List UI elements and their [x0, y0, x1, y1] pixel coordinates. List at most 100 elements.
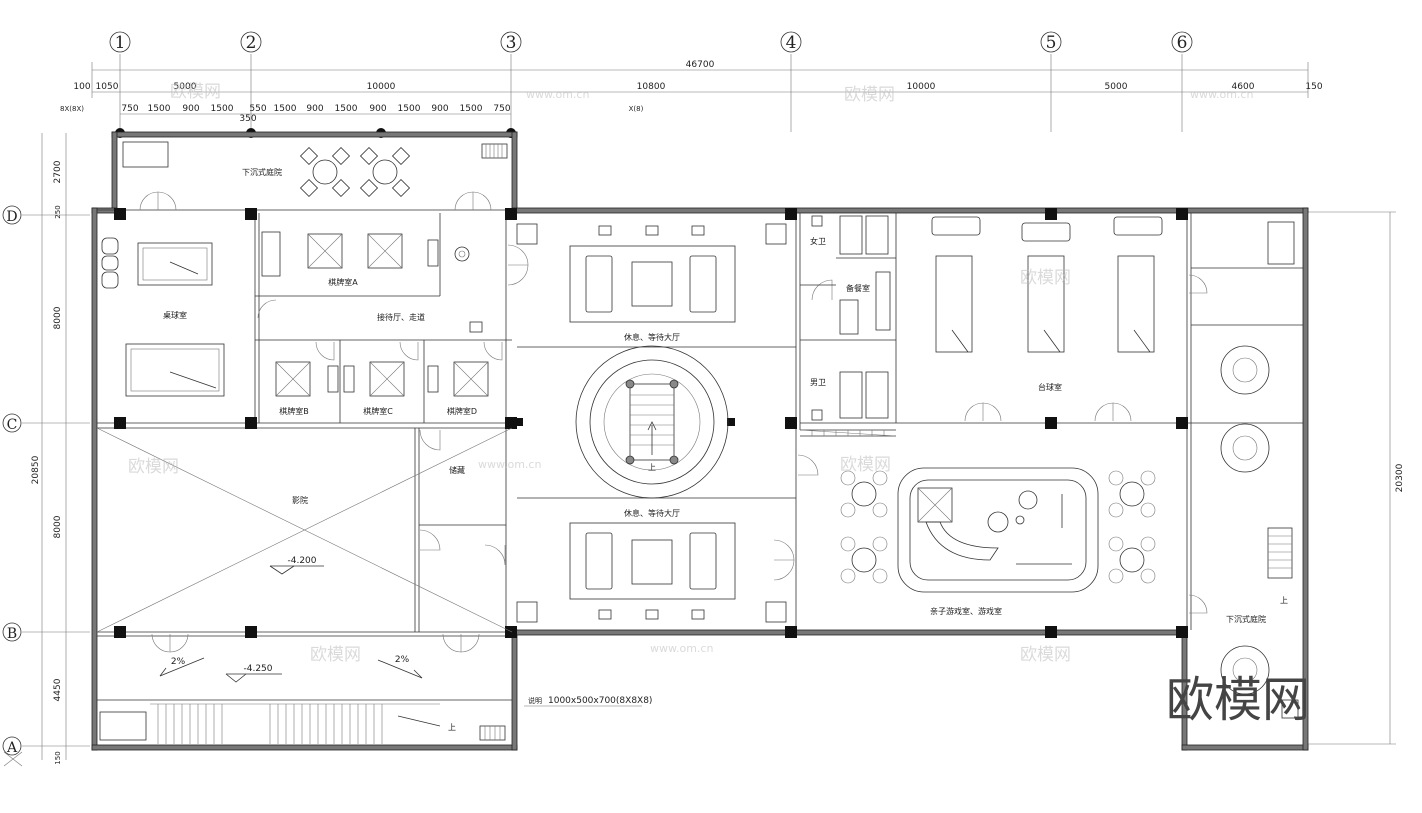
billiard-room-left: 桌球室 [101, 237, 225, 397]
slope-right: 2% [395, 655, 410, 665]
axis-label-C: C [7, 417, 18, 433]
level-ramp: -4.250 [243, 664, 272, 674]
watermark-brand: 欧模网 [310, 645, 361, 665]
axis-label-B: B [7, 626, 17, 642]
axis-bubble-1 [109, 31, 131, 53]
axis-label-1: 1 [115, 33, 126, 53]
dim-left-2: 8000 [53, 306, 63, 329]
axis-bubble-C [2, 413, 22, 433]
walls [91, 131, 1309, 751]
dim-left-4: 4450 [53, 678, 63, 701]
toilets: 女卫 男卫 备餐室 [799, 215, 897, 437]
watermark-brand: 欧模网 [1020, 645, 1071, 665]
dim-left-1: 250 [54, 205, 62, 218]
lounge-upper: 休息、等待大厅 [516, 223, 787, 342]
axis-label-3: 3 [506, 33, 517, 53]
left-dimensions: 20850 2700 250 8000 8000 4450 150 [31, 133, 67, 765]
kids-tables [840, 470, 1156, 584]
dim-r1-2: 5000 [174, 82, 197, 92]
dim-r2-5: 1500 [274, 104, 297, 114]
dim-left-label: 8X(8X) [60, 105, 84, 113]
row-axes: D C B A [2, 205, 90, 767]
dim-r2-9: 1500 [398, 104, 421, 114]
room-label-male-wc: 男卫 [810, 378, 826, 387]
room-label-reception: 接待厅、走道 [377, 312, 425, 322]
room-label-storage: 备餐室 [846, 283, 870, 293]
watermark-site: www.om.cn [526, 88, 589, 101]
brand-logo: 欧模网 [1166, 672, 1310, 728]
column-axes: 1 2 3 4 5 6 [109, 31, 1193, 132]
billiard-room-right: 台球室 [931, 216, 1163, 392]
dim-left-overall: 20850 [31, 455, 41, 484]
room-label-lounge-upper: 休息、等待大厅 [624, 332, 680, 342]
room-label-void: 影院 [292, 495, 308, 505]
right-dimensions: 20300 [1308, 211, 1405, 745]
watermark-brand: 欧模网 [170, 82, 221, 102]
chess-room-a: 棋牌室A 接待厅、走道 [261, 231, 483, 333]
room-label-lounge-lower: 休息、等待大厅 [624, 508, 680, 518]
room-label-small: 储藏 [449, 465, 465, 475]
room-label-kids-play: 亲子游戏室、游戏室 [930, 606, 1002, 616]
dim-r2-4: 550 [249, 104, 266, 114]
dim-mid-label: X(8) [629, 105, 644, 113]
void-area: 影院 -4.200 储藏 [96, 427, 513, 633]
dim-r2-2: 900 [182, 104, 199, 114]
dim-r1-8: 150 [1305, 82, 1322, 92]
dim-r2-12: 750 [493, 104, 510, 114]
dim-left-5: 150 [54, 751, 62, 764]
lounge-lower: 休息、等待大厅 [516, 508, 787, 623]
watermark-brand: 欧模网 [128, 457, 179, 477]
level-void: -4.200 [287, 556, 316, 566]
dim-r2-0: 750 [121, 104, 138, 114]
axis-bubble-4 [780, 31, 802, 53]
axis-label-6: 6 [1177, 33, 1188, 53]
slope-left: 2% [171, 657, 186, 667]
stair-up-label: 上 [648, 463, 656, 472]
room-label-female-wc: 女卫 [810, 236, 826, 246]
dim-r2-3: 1500 [211, 104, 234, 114]
sunken-court-right: 上 下沉式庭院 [1220, 221, 1299, 719]
dim-left-0: 2700 [53, 160, 63, 183]
axis-bubble-B [2, 622, 22, 642]
room-label-sunken-right: 下沉式庭院 [1226, 614, 1266, 624]
note-prefix: 说明 [528, 696, 542, 705]
axis-label-5: 5 [1046, 33, 1057, 53]
right-stair-up-label: 上 [1280, 596, 1288, 605]
watermark-site: www.om.cn [1190, 88, 1253, 101]
watermark-brand: 欧模网 [840, 455, 891, 475]
dim-r2-11: 1500 [460, 104, 483, 114]
watermark-site: www.om.cn [478, 458, 541, 471]
ramp-up-label: 上 [448, 723, 456, 732]
dim-left-3: 8000 [53, 515, 63, 538]
kids-play-area: 亲子游戏室、游戏室 [840, 467, 1156, 616]
sunken-court-top: 下沉式庭院 [122, 141, 508, 198]
axis-label-2: 2 [246, 33, 257, 53]
bottom-ramp: 2% 2% -4.250 上 说明 1000x500x700(8X8X8) [99, 655, 652, 744]
note-text: 1000x500x700(8X8X8) [548, 696, 652, 706]
room-label-chess-c: 棋牌室C [363, 406, 393, 416]
axis-bubble-2 [240, 31, 262, 53]
watermarks: 欧模网 www.om.cn 欧模网 www.om.cn 欧模网 欧模网 欧模网 … [128, 82, 1310, 728]
room-label-chess-b: 棋牌室B [279, 406, 309, 416]
room-label-billiard-left: 桌球室 [163, 310, 187, 320]
doors [139, 191, 1208, 653]
axis-bubble-5 [1040, 31, 1062, 53]
dim-r2-7: 1500 [335, 104, 358, 114]
dim-overall: 46700 [686, 60, 715, 70]
axis-label-4: 4 [786, 33, 797, 53]
axis-bubble-6 [1171, 31, 1193, 53]
dim-right-overall: 20300 [1395, 463, 1405, 492]
axis-label-D: D [6, 209, 17, 225]
dim-r1-4: 10800 [637, 82, 666, 92]
dim-r2-8: 900 [369, 104, 386, 114]
columns [114, 208, 1188, 638]
axis-bubble-D [2, 205, 22, 225]
dim-r1-1: 1050 [96, 82, 119, 92]
axis-bubble-3 [500, 31, 522, 53]
dim-r1-7: 4600 [1232, 82, 1255, 92]
dim-r1-0: 100 [73, 82, 90, 92]
axis-label-A: A [6, 740, 18, 756]
watermark-site: www.om.cn [650, 642, 713, 655]
top-dimensions: 46700 100 1050 5000 10000 10800 10000 50… [60, 60, 1323, 138]
